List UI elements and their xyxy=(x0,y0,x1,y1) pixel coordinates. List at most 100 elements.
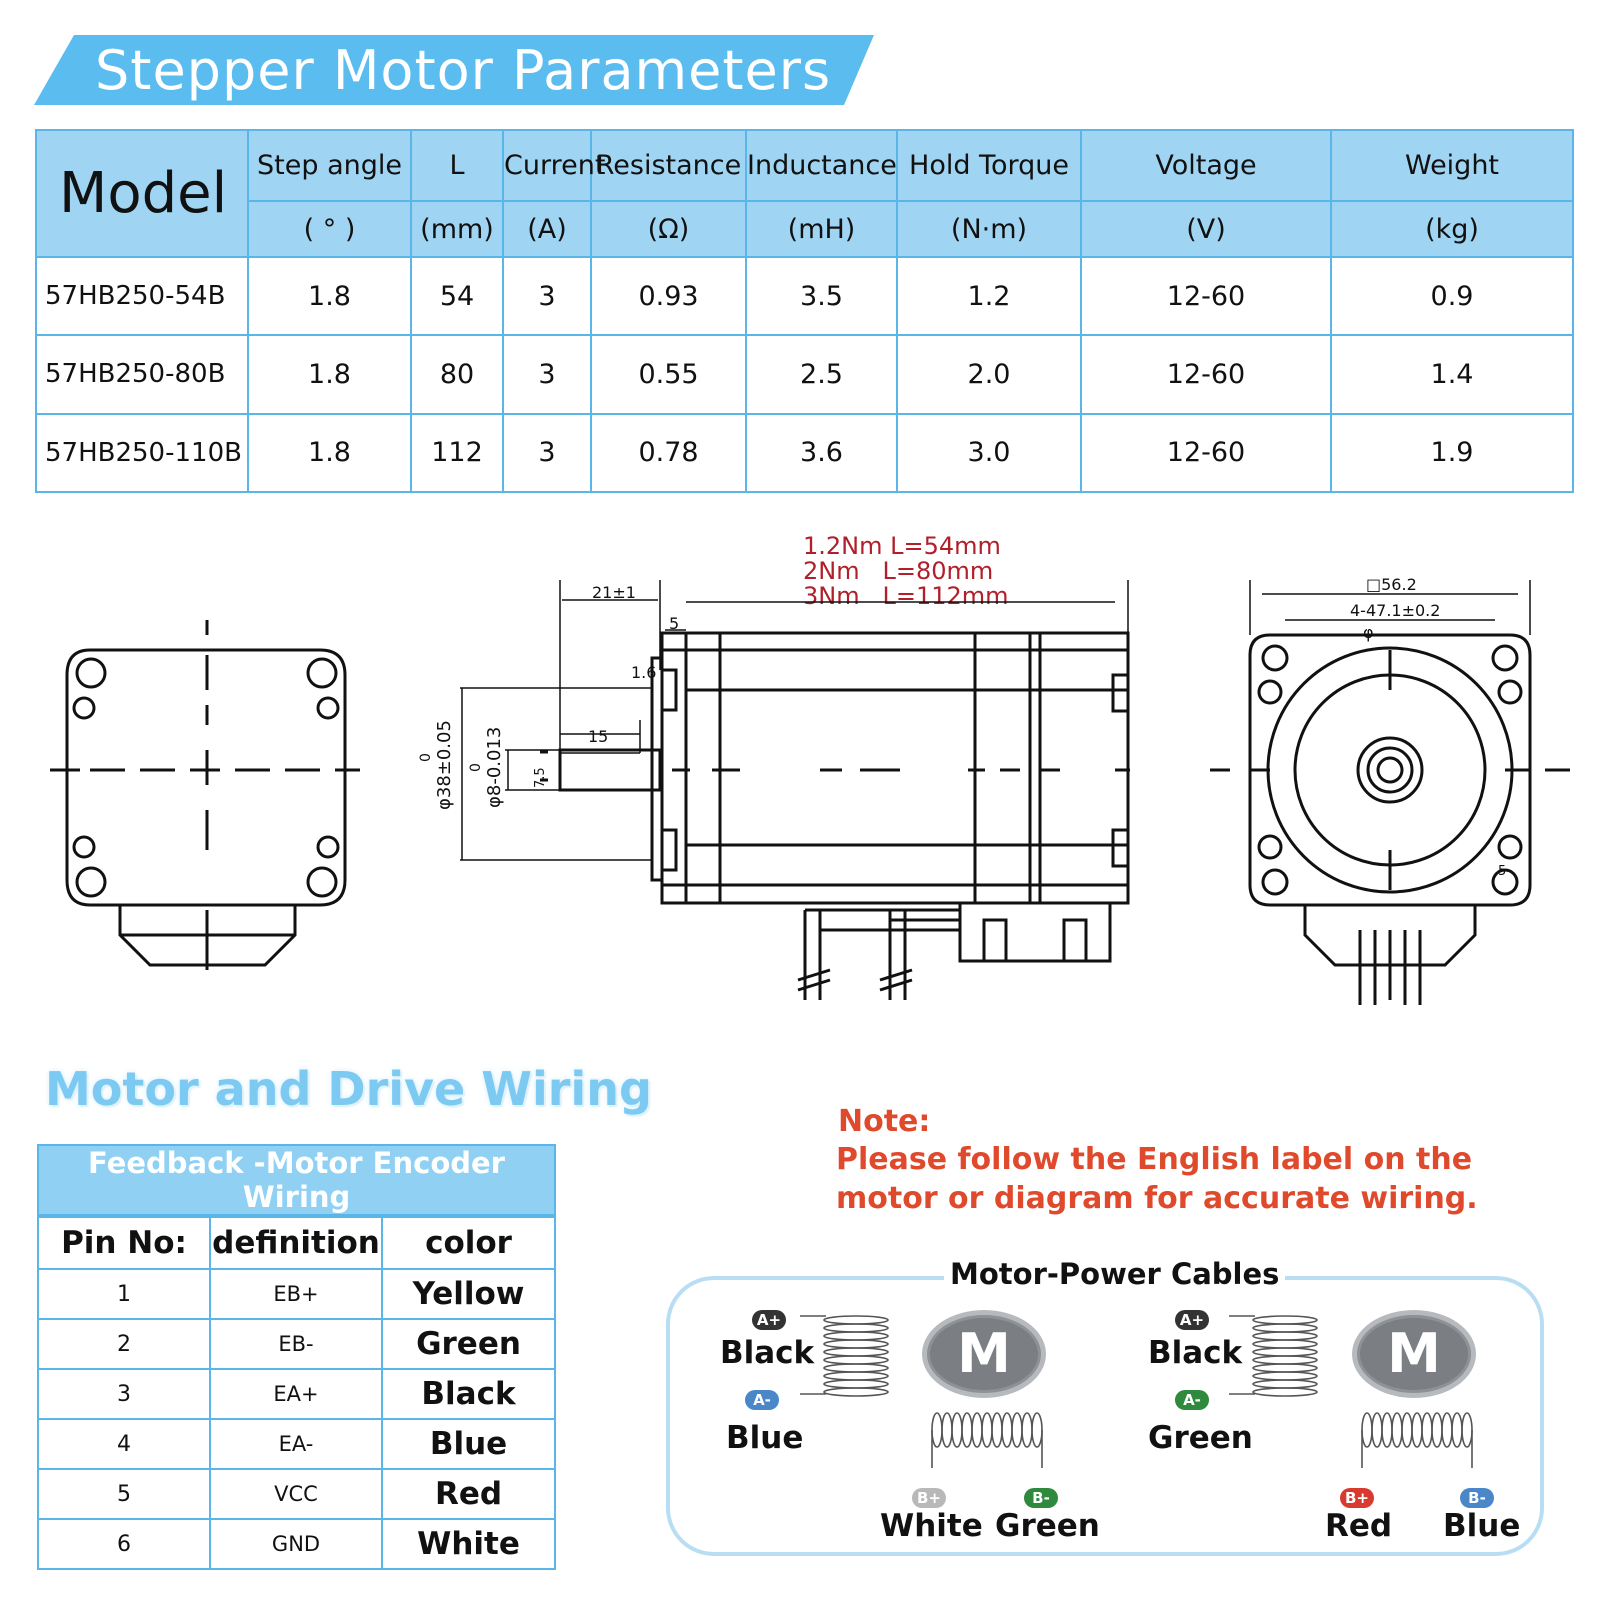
pin-number: 2 xyxy=(37,1318,211,1370)
motor-drawing: 21±1 5 1.6 15 □56.2 4-47.1±0.2 φ 5 φ38±0… xyxy=(50,575,1570,1005)
table-cell: 112 xyxy=(410,412,504,494)
wire-color: White xyxy=(380,1518,557,1570)
column-header: Weight xyxy=(1330,129,1574,202)
table-cell: 12-60 xyxy=(1080,255,1332,337)
table-cell: 54 xyxy=(410,255,504,337)
pin-definition: EA+ xyxy=(209,1368,383,1420)
note-title: Note: xyxy=(838,1104,931,1139)
technical-drawings: 1.2Nm L=54mm 2Nm L=80mm 3Nm L=112mm xyxy=(0,510,1600,1030)
table-row: 5 VCC Red xyxy=(37,1468,557,1520)
table-cell: 0.78 xyxy=(590,412,747,494)
pin-definition: VCC xyxy=(209,1468,383,1520)
b-plus-badge: B+ xyxy=(912,1488,946,1508)
column-header: Step angle xyxy=(247,129,412,202)
table-row: 6 GND White xyxy=(37,1518,557,1570)
column-unit: ( ° ) xyxy=(247,200,412,258)
length-note: 3Nm L=112mm xyxy=(803,582,1009,610)
table-row: 1 EB+ Yellow xyxy=(37,1268,557,1320)
wire-color: Black xyxy=(380,1368,557,1420)
table-cell: 1.8 xyxy=(247,255,412,337)
table-cell: 1.9 xyxy=(1330,412,1574,494)
b-minus-wire-label: Green xyxy=(995,1508,1100,1544)
wiring-title: Motor and Drive Wiring xyxy=(45,1062,652,1116)
dim-hole-diameter: φ xyxy=(1363,623,1374,642)
power-cables-title: Motor-Power Cables xyxy=(944,1257,1286,1291)
column-header: Resistance xyxy=(590,129,747,202)
table-cell: 0.55 xyxy=(590,334,747,415)
column-unit: (Ω) xyxy=(590,200,747,258)
column-unit: (V) xyxy=(1080,200,1332,258)
encoder-table-caption: Feedback -Motor Encoder Wiring xyxy=(36,1144,557,1218)
table-cell: 3 xyxy=(502,412,592,494)
column-unit: (N·m) xyxy=(896,200,1082,258)
table-row: 4 EA- Blue xyxy=(37,1418,557,1470)
model-cell: 57HB250-110B xyxy=(35,412,249,494)
b-minus-badge: B- xyxy=(1460,1488,1494,1508)
column-header: Pin No: xyxy=(37,1215,211,1270)
pin-number: 4 xyxy=(37,1418,211,1470)
column-header: Current xyxy=(502,129,605,202)
dim-shaft-extension: 21±1 xyxy=(592,583,636,602)
a-plus-badge: A+ xyxy=(1175,1310,1209,1330)
front-view-drawing xyxy=(1210,580,1570,1005)
table-cell: 0.93 xyxy=(590,255,747,337)
dim-shaft-diameter: φ8-0.013 xyxy=(484,727,505,808)
table-row: 57HB250-54B 1.8 54 3 0.93 3.5 1.2 12-60 … xyxy=(35,255,1574,337)
a-minus-badge: A- xyxy=(1175,1390,1209,1410)
pin-definition: EB- xyxy=(209,1318,383,1370)
wire-color: Green xyxy=(380,1318,557,1370)
dim-pilot-tolerance: 0 xyxy=(418,753,434,762)
table-cell: 12-60 xyxy=(1080,412,1332,494)
dim-hole-value: 5 xyxy=(1498,864,1506,879)
pin-definition: GND xyxy=(209,1518,383,1570)
motor-icon: M xyxy=(1352,1310,1476,1398)
table-row: 3 EA+ Black xyxy=(37,1368,557,1420)
dim-flange-thickness: 1.6 xyxy=(631,663,656,682)
coil-a-icon xyxy=(800,1315,889,1397)
pin-number: 6 xyxy=(37,1518,211,1570)
title-banner xyxy=(34,35,874,105)
coil-b-icon xyxy=(931,1412,1043,1468)
note-text: motor or diagram for accurate wiring. xyxy=(836,1181,1478,1216)
table-cell: 3.0 xyxy=(896,412,1082,494)
table-cell: 1.4 xyxy=(1330,334,1574,415)
length-note: 2Nm L=80mm xyxy=(803,557,994,585)
dim-key-length: 15 xyxy=(588,727,608,746)
a-minus-wire-label: Blue xyxy=(726,1420,804,1456)
a-plus-badge: A+ xyxy=(752,1310,786,1330)
coil-b-icon xyxy=(1361,1412,1473,1468)
motor-icon: M xyxy=(922,1310,1046,1398)
a-plus-wire-label: Black xyxy=(1148,1335,1243,1371)
pin-definition: EA- xyxy=(209,1418,383,1470)
table-cell: 80 xyxy=(410,334,504,415)
model-cell: 57HB250-80B xyxy=(35,334,249,415)
pin-number: 5 xyxy=(37,1468,211,1520)
a-minus-wire-label: Green xyxy=(1148,1420,1253,1456)
b-plus-wire-label: White xyxy=(880,1508,983,1544)
table-cell: 1.2 xyxy=(896,255,1082,337)
pin-definition: EB+ xyxy=(209,1268,383,1320)
column-unit: (mm) xyxy=(410,200,504,258)
table-cell: 3 xyxy=(502,255,592,337)
model-cell: 57HB250-54B xyxy=(35,255,249,337)
dim-hole-spacing: 4-47.1±0.2 xyxy=(1350,601,1440,620)
length-note: 1.2Nm L=54mm xyxy=(803,532,1001,560)
dim-square: □56.2 xyxy=(1366,575,1417,594)
table-row: 57HB250-80B 1.8 80 3 0.55 2.5 2.0 12-60 … xyxy=(35,334,1574,415)
wire-color: Yellow xyxy=(380,1268,557,1320)
column-header: Voltage xyxy=(1080,129,1332,202)
rear-view-drawing xyxy=(50,620,360,970)
table-row: 2 EB- Green xyxy=(37,1318,557,1370)
table-cell: 2.0 xyxy=(896,334,1082,415)
side-view-drawing xyxy=(460,580,1130,1000)
table-cell: 1.8 xyxy=(247,334,412,415)
column-header: Hold Torque xyxy=(896,129,1082,202)
parameters-table: Model Step angle L Current Resistance In… xyxy=(35,129,1574,494)
column-header: L xyxy=(410,129,504,202)
coil-a-icon xyxy=(1229,1315,1318,1397)
page-title: Stepper Motor Parameters xyxy=(95,39,832,102)
wire-color: Blue xyxy=(380,1418,557,1470)
dim-key-width: 7.5 xyxy=(533,767,548,788)
column-header: definition xyxy=(209,1215,383,1270)
dim-flange-step: 5 xyxy=(669,614,679,633)
